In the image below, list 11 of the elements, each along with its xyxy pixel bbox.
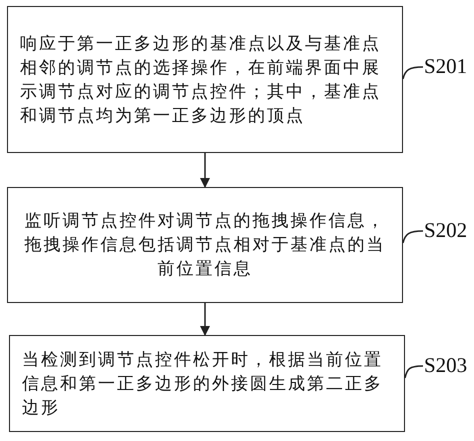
step-label: S201 [424,54,468,78]
process-box: 监听调节点控件对调节点的拖拽操作信息，拖拽操作信息包括调节点相对于基准点的当前位置信息 [7,187,403,303]
step-label: S202 [424,218,468,242]
process-box: 当检测到调节点控件松开时，根据当前位置信息和第一正多边形的外接圆生成第二正多边形 [9,335,405,432]
step-label: S203 [424,353,468,377]
leader-line [402,66,424,80]
process-box: 响应于第一正多边形的基准点以及与基准点相邻的调节点的选择操作，在前端界面中展示调节点对应的调节点控件；其中，基准点和调节点均为第一正多边形的顶点 [7,6,403,153]
leader-line [402,230,424,244]
leader-line [404,365,424,378]
arrow [200,303,210,336]
arrow [200,153,210,188]
